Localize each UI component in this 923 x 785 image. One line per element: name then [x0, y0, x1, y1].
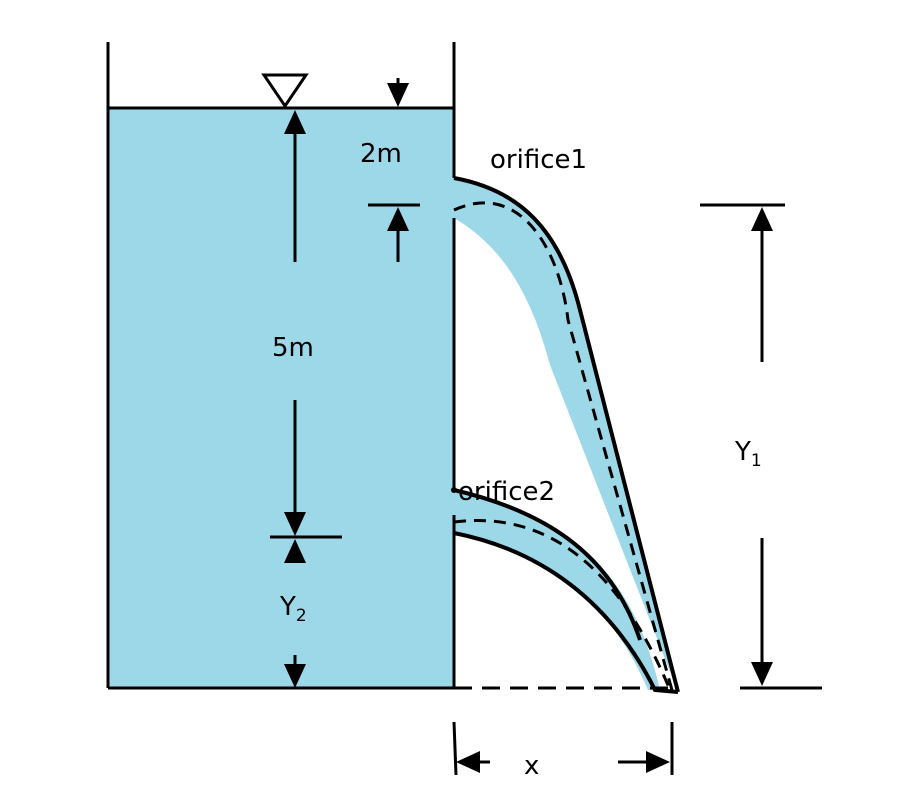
label-5m: 5m: [272, 333, 314, 363]
free-surface-symbol-icon: [261, 73, 309, 109]
arrow-up-icon: [284, 539, 306, 563]
x-left-tick: [452, 721, 458, 776]
label-orifice2: orifice2: [458, 477, 555, 507]
orifice2-marker: [451, 487, 457, 493]
jet2-lower-edge: [453, 531, 679, 694]
label-2m: 2m: [360, 139, 402, 169]
label-x: x: [524, 751, 539, 781]
arrow-down-icon: [284, 512, 306, 536]
jet1-upper-edge: [453, 176, 680, 693]
arrow-up-icon: [751, 207, 773, 231]
arrow-down-icon: [387, 83, 409, 107]
jet2-centerline: [453, 519, 672, 691]
jet1-stream: [454, 178, 678, 692]
jet1-centerline: [453, 201, 674, 691]
arrow-down-icon: [284, 664, 306, 688]
arrow-left-icon: [456, 751, 480, 773]
jet2-stream: [454, 490, 678, 692]
label-orifice1: orifice1: [490, 145, 587, 175]
arrow-down-icon: [751, 662, 773, 686]
label-y1: Y1: [734, 437, 762, 471]
arrow-up-icon: [387, 207, 409, 231]
label-y2: Y2: [279, 592, 307, 626]
arrow-right-icon: [646, 751, 670, 773]
arrow-up-icon: [284, 110, 306, 134]
